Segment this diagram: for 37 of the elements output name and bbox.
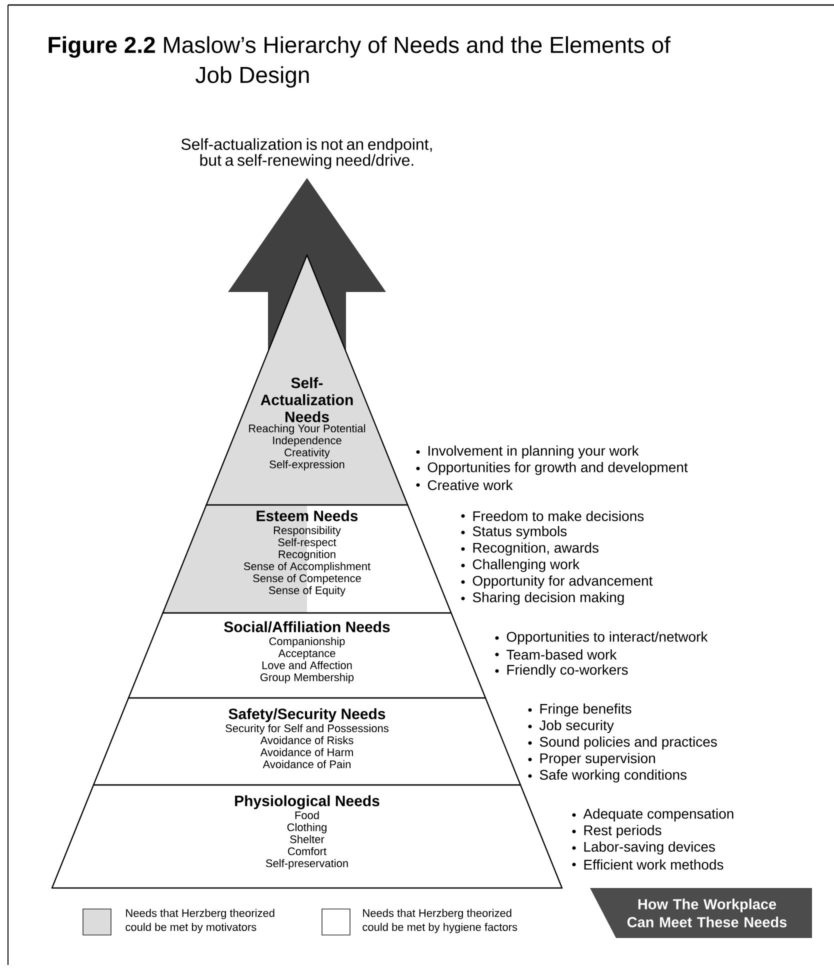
- pyramid-level: Safety/Security Needs Security for Self and Possessions Avoidance of Risks Avoidance of Harm Avoidance of Pain: [92, 697, 522, 786]
- node-label: Recognition: [278, 550, 336, 560]
- bullet-item: Proper supervision: [528, 752, 655, 766]
- bullet-item: Sound policies and practices: [528, 736, 717, 750]
- bullet-item: Job security: [528, 720, 614, 734]
- node-label: Sense of Equity: [268, 586, 346, 596]
- bullet-item: Sharing decision making: [461, 592, 624, 606]
- legend-text: Needs that Herzberg theorized could be met by hygiene factors: [362, 908, 518, 934]
- bullet-item: Rest periods: [572, 824, 662, 838]
- legend-text: Needs that Herzberg theorized could be met by motivators: [126, 908, 274, 934]
- bullet-item: Challenging work: [461, 558, 580, 572]
- bullet-item: Fringe benefits: [528, 703, 632, 717]
- bullet-item: Opportunity for advancement: [461, 575, 653, 589]
- caption-text: Self-actualization is not an endpoint, but a self-renewing need/drive.: [181, 138, 432, 170]
- node-label: Sense of Competence: [253, 574, 361, 584]
- pyramid-level: Social/Affiliation Needs Companionship Acceptance Love and Affection Group Membership: [128, 612, 486, 699]
- bullet-item: Status symbols: [461, 526, 567, 540]
- bullet-item: Team-based work: [495, 649, 617, 660]
- bullet-item: Opportunities for growth and development: [416, 462, 688, 476]
- bullet-item: Adequate compensation: [572, 808, 734, 822]
- pyramid-level: Physiological Needs Food Clothing Shelter Comfort Self-preservation: [51, 784, 563, 889]
- heading-band: How The Workplace Can Meet These Needs: [590, 888, 812, 938]
- node-label: Self-respect: [278, 538, 336, 548]
- pyramid-level: Esteem Needs Responsibility Self-respect Recognition Sense of Accomplishment Sense of Competence Sense of Equity: [162, 504, 452, 614]
- bullet-item: Labor-saving devices: [572, 841, 715, 855]
- figure-title: Figure 2.2 Maslow’s Hierarchy of Needs and the Elements of Job Design: [48, 36, 671, 88]
- node-label: Responsibility: [274, 526, 341, 536]
- bullet-item: Involvement in planning your work: [416, 445, 639, 459]
- bullet-item: Recognition, awards: [461, 542, 598, 556]
- bullet-item: Creative work: [416, 480, 513, 490]
- node-label: Esteem Needs: [256, 510, 358, 522]
- bullet-item: Opportunities to interact/network: [495, 631, 708, 645]
- bullet-item: Efficient work methods: [572, 859, 724, 870]
- bullet-item: Freedom to make decisions: [461, 510, 644, 522]
- bullet-item: Friendly co-workers: [495, 664, 628, 678]
- node-label: Sense of Accomplishment: [244, 562, 370, 572]
- bullet-item: Safe working conditions: [528, 769, 687, 783]
